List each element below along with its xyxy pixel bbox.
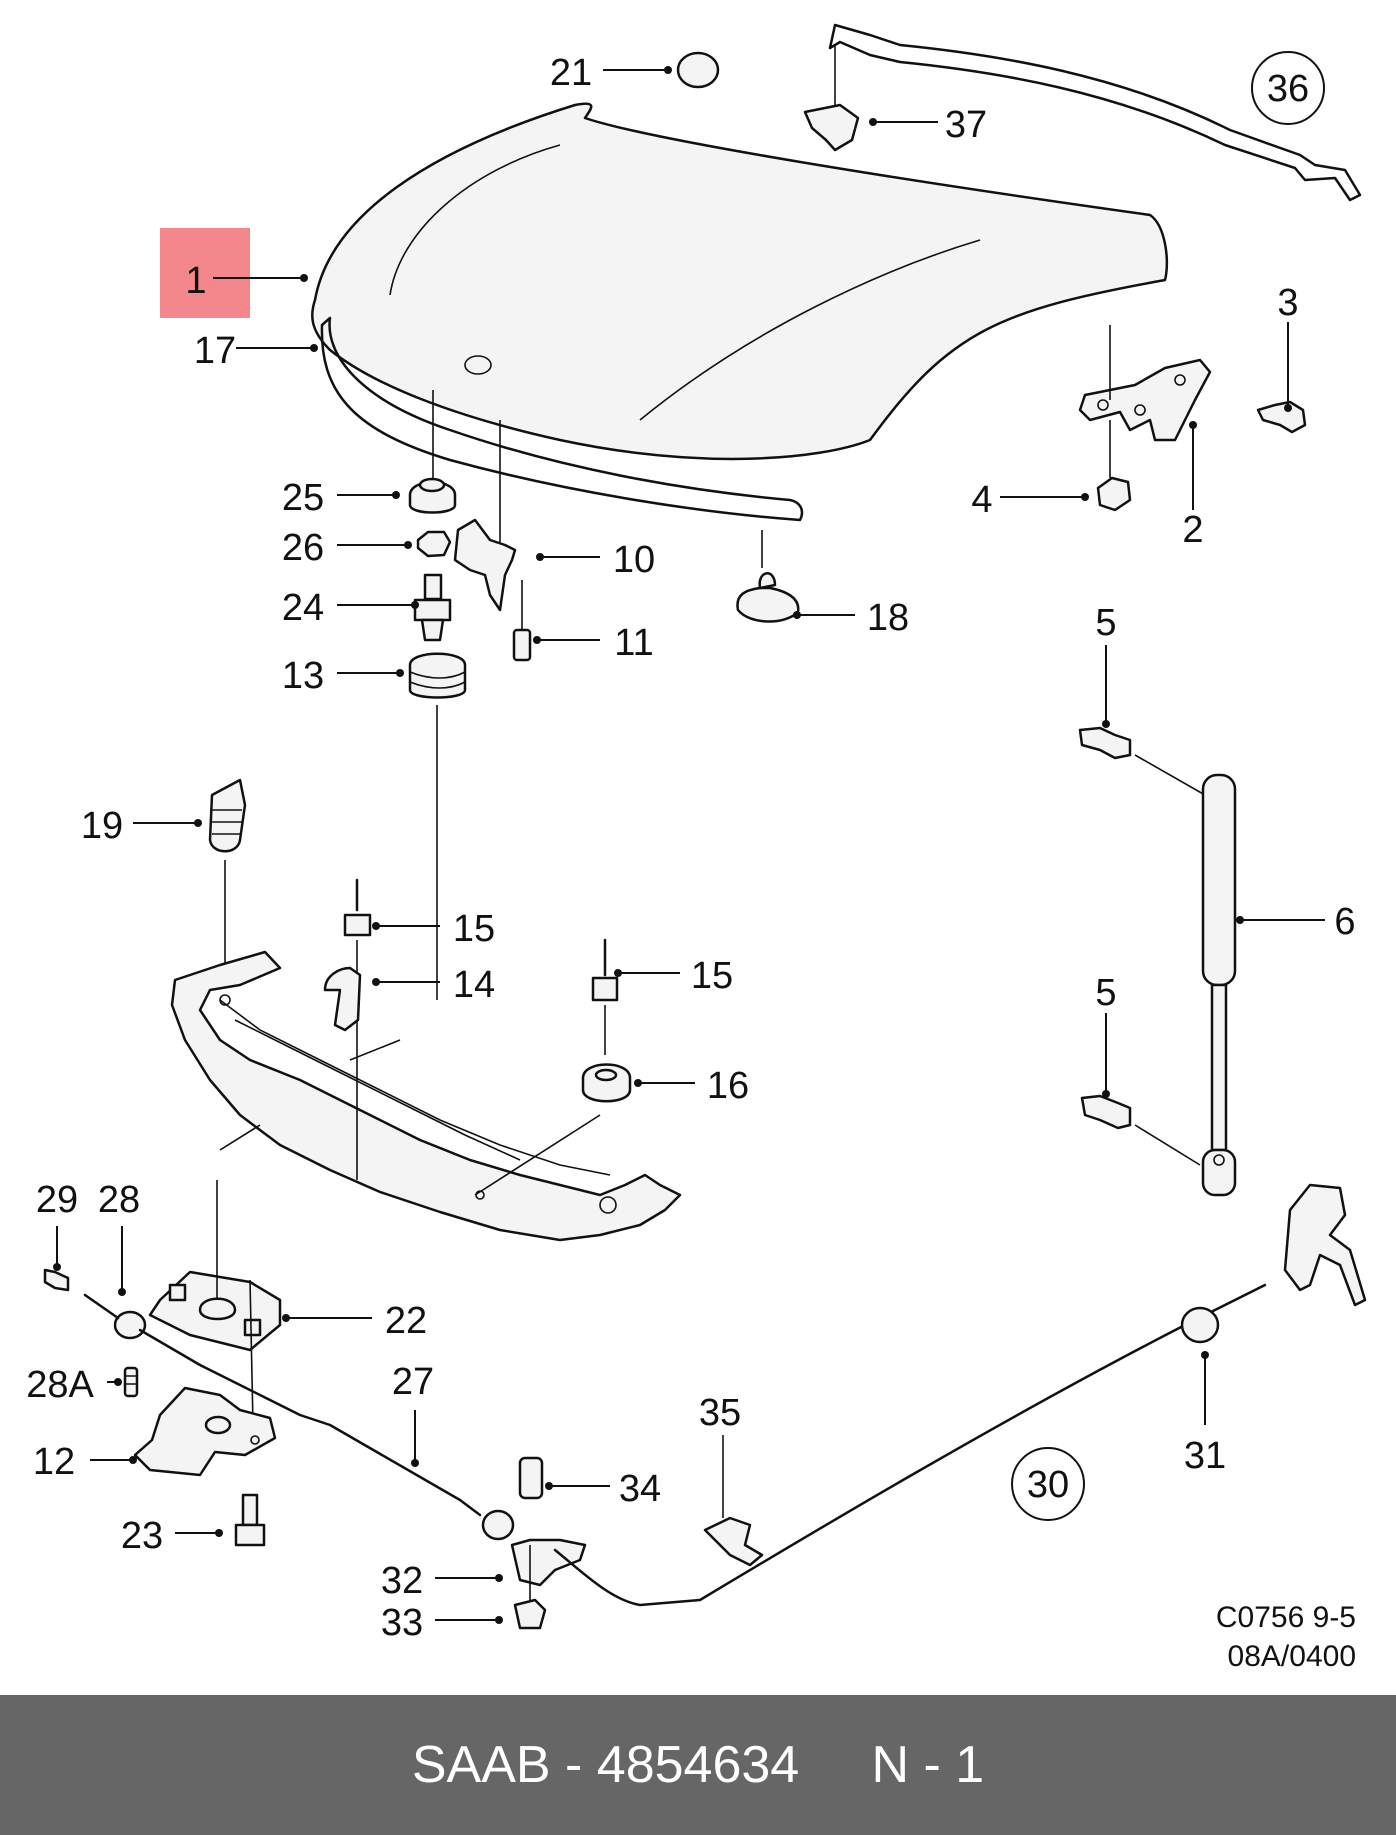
callout-12: 12 [33,1441,75,1483]
callout-26: 26 [282,527,324,569]
callout-2: 2 [1182,509,1203,551]
callout-5a: 5 [1095,602,1116,644]
footer-caption: SAAB - 4854634 N - 1 [411,1736,985,1794]
callout-11: 11 [614,622,653,664]
diagram-code-line1: C0756 9-5 [1216,1601,1356,1634]
callout-30: 30 [1027,1464,1069,1506]
callout-23: 23 [121,1515,163,1557]
callout-ring-36 [1251,51,1325,125]
callout-34: 34 [619,1468,661,1510]
callout-1: 1 [185,260,206,302]
cable-30-part [553,1183,1367,1607]
lock-22-part [148,1180,282,1426]
spring-13-part [408,652,467,1000]
callout-37: 37 [945,104,987,146]
callout-27: 27 [392,1361,434,1403]
bumper-18-part [736,530,800,623]
diagram-code-line2: 08A/0400 [1228,1640,1356,1673]
callout-4: 4 [971,479,992,521]
callout-16: 16 [707,1065,749,1107]
nut-26-part [416,530,452,558]
stud-24-part [413,573,452,642]
callout-32: 32 [381,1560,423,1602]
callout-22: 22 [385,1300,427,1342]
bolt-3-part [1256,400,1307,434]
cable-27-part [138,1328,515,1541]
callout-5b: 5 [1095,972,1116,1014]
callout-25: 25 [282,477,324,519]
callout-17: 17 [194,330,236,372]
plate-12-part [133,1386,277,1477]
bracket-32-part [510,1538,587,1587]
clip-37-part [803,45,860,152]
callout-28a: 28A [26,1364,94,1406]
callout-labels: 1 2 3 4 5 5 6 10 11 12 13 14 15 15 16 17… [26,52,1355,1644]
footer-bar: SAAB - 4854634 N - 1 [0,1695,1396,1835]
callout-3: 3 [1277,282,1298,324]
callout-6: 6 [1334,901,1355,943]
callout-24: 24 [282,587,324,629]
seal-part [320,316,804,522]
leader-lines [53,66,1325,1624]
clip-33-part [513,1545,547,1630]
clip-14-part [323,966,362,1032]
highlight-box [160,228,250,318]
callout-21: 21 [550,52,592,94]
bolt-23-part [234,1493,266,1547]
callout-29: 29 [36,1179,78,1221]
pin-5b-part [1080,1094,1201,1166]
callout-35: 35 [699,1392,741,1434]
callout-15a: 15 [453,908,495,950]
callout-19: 19 [81,805,123,847]
hood-part [311,102,1169,461]
crossmember-part [170,950,682,1242]
callout-31: 31 [1184,1435,1226,1477]
strut-6-part [1201,773,1237,1197]
callout-13: 13 [282,655,324,697]
callout-36: 36 [1267,68,1309,110]
pin-5a-part [1078,726,1206,796]
parts-diagram: 1 2 3 4 5 5 6 10 11 12 13 14 15 15 16 17… [26,23,1367,1673]
callout-ring-30 [1011,1447,1085,1521]
callout-10: 10 [613,539,655,581]
hinge-part [1078,325,1212,442]
screw-11-part [512,580,532,662]
clip-35-part [703,1435,764,1567]
buffer-25-part [408,477,457,514]
bracket-10-part [453,518,517,612]
callout-15b: 15 [691,955,733,997]
callout-33: 33 [381,1602,423,1644]
strip-part [828,23,1362,202]
screw-29-part [43,1268,70,1292]
sleeve-28-part [83,1293,147,1340]
callout-18: 18 [867,597,909,639]
nut-4-part [1096,420,1132,512]
spring-28a-part [123,1366,139,1398]
bumpstop-19-part [208,778,247,965]
callout-28: 28 [98,1179,140,1221]
grommet-16-part [581,1063,632,1103]
plug-21-part [676,51,720,89]
screw-34-part [518,1456,544,1500]
stud-15b-part [591,938,619,1055]
callout-14: 14 [453,964,495,1006]
